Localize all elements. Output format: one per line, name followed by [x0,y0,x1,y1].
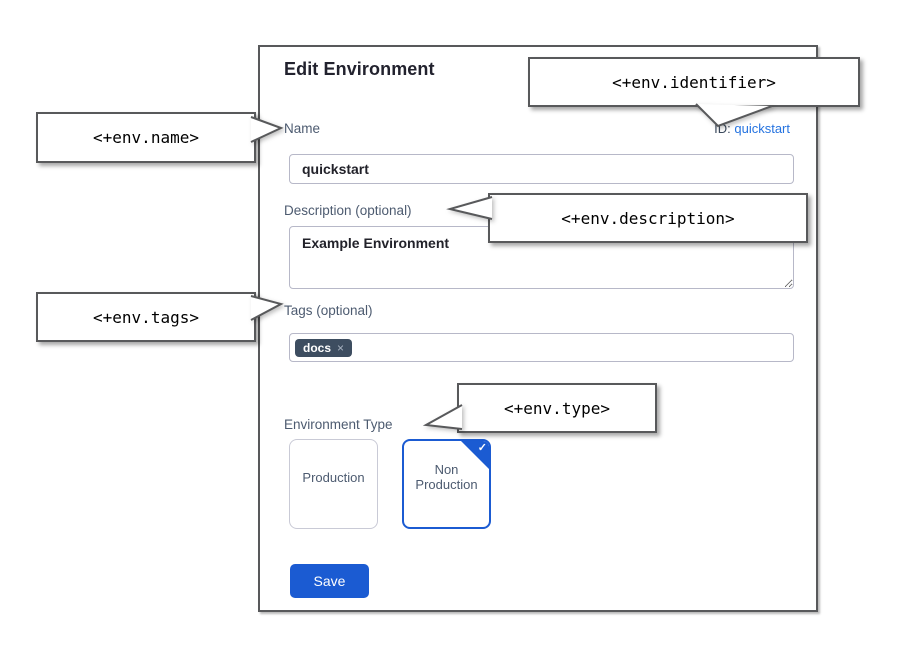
id-value-link[interactable]: quickstart [734,121,790,136]
identifier-row: ID: quickstart [714,121,790,136]
callout-env-identifier-tail [695,103,773,128]
callout-env-description-tail [446,196,493,220]
environment-type-label: Environment Type [284,417,393,432]
callout-env-tags-tail [250,295,284,321]
callout-env-type: <+env.type> [457,383,657,433]
tag-chip-label: docs [303,340,332,355]
type-card-production[interactable]: Production [289,439,378,529]
environment-type-cards: Production Non Production ✓ [289,439,491,529]
save-button[interactable]: Save [290,564,369,598]
callout-env-type-tail [422,404,463,430]
callout-env-description: <+env.description> [488,193,808,243]
callout-env-name: <+env.name> [36,112,256,163]
tags-input[interactable]: docs × [289,333,794,362]
tags-label: Tags (optional) [284,303,373,318]
type-card-non-production[interactable]: Non Production ✓ [402,439,491,529]
tag-remove-icon[interactable]: × [337,340,345,355]
callout-env-identifier: <+env.identifier> [528,57,860,107]
dialog-title: Edit Environment [284,59,435,79]
edit-environment-dialog: Edit Environment Name ID: quickstart Des… [258,45,818,612]
tag-chip: docs × [295,338,353,357]
name-label: Name [284,121,321,136]
name-input[interactable] [289,154,794,184]
description-label: Description (optional) [284,203,412,218]
callout-env-name-tail [250,116,284,143]
callout-env-tags: <+env.tags> [36,292,256,342]
check-icon: ✓ [477,442,487,454]
selected-corner-badge [461,441,489,469]
type-card-non-production-label: Non Production [415,462,478,492]
type-card-production-label: Production [302,469,365,485]
